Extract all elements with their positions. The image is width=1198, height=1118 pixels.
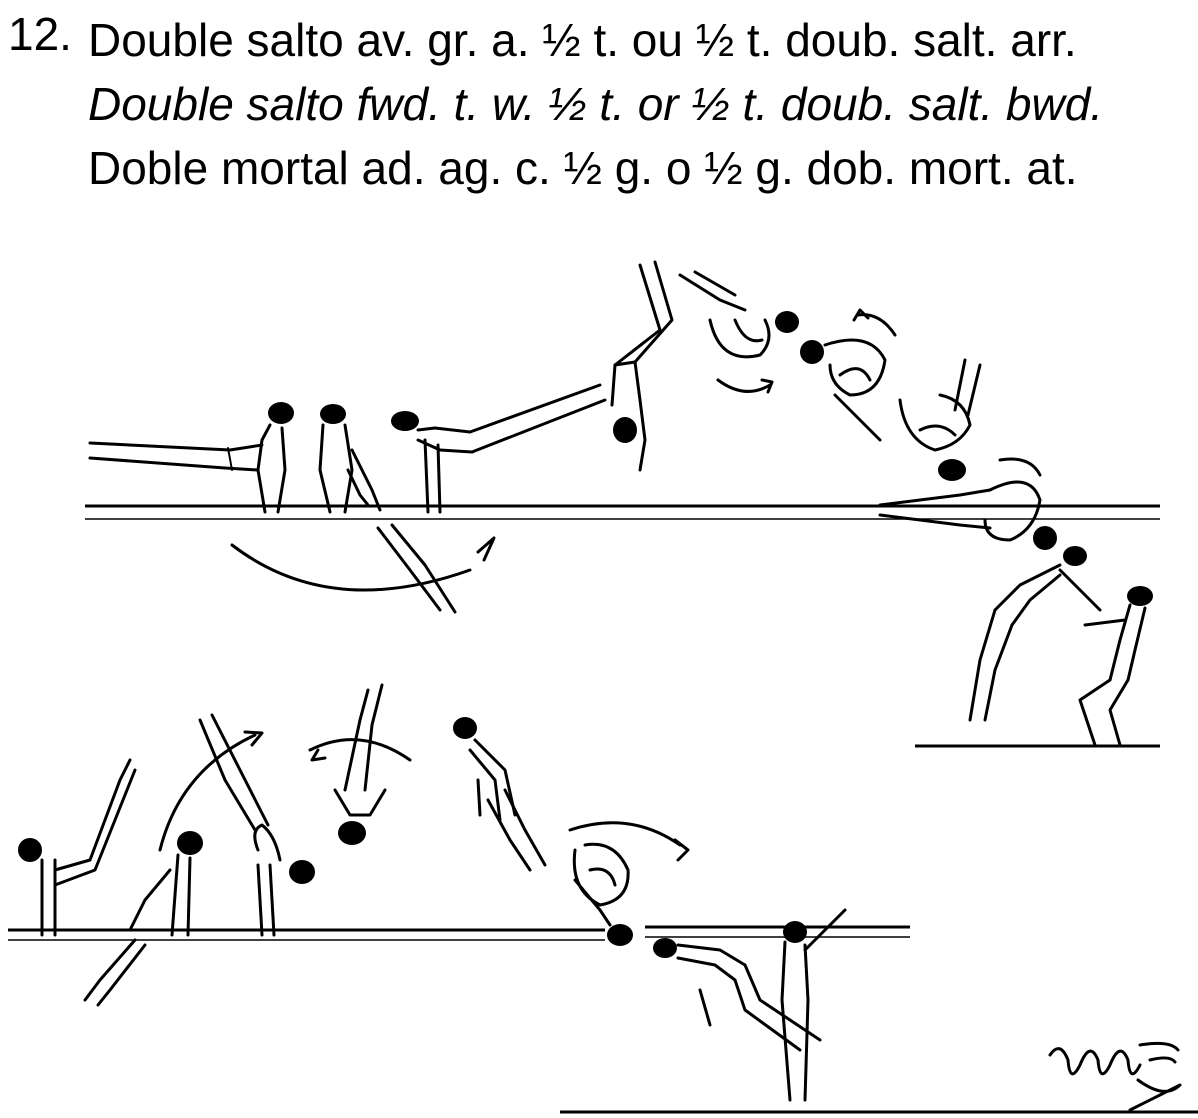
gymnast-figure-u6 <box>800 310 895 440</box>
lower-beam <box>8 927 910 940</box>
upper-beam <box>85 506 1160 519</box>
gymnast-figure-l8 <box>782 910 845 1100</box>
gymnast-figure-l5 <box>453 717 545 870</box>
gymnast-figure-u1 <box>90 402 294 512</box>
gymnast-figure-u4 <box>612 262 672 470</box>
gymnast-figure-u5 <box>680 272 799 392</box>
swing-arrow-head-1 <box>478 538 494 560</box>
rotation-arc-l <box>160 735 255 850</box>
gymnast-figure-u10 <box>1080 586 1153 745</box>
gymnast-figure-l7 <box>653 938 820 1050</box>
swing-arc-1 <box>232 545 470 590</box>
gymnast-figure-l4 <box>310 685 410 845</box>
gymnast-figure-u7 <box>900 360 980 481</box>
gymnast-figure-l3 <box>200 715 315 935</box>
artist-signature <box>1050 1043 1180 1110</box>
gymnast-figure-u9 <box>970 546 1100 720</box>
gymnast-figure-l2 <box>85 831 203 1005</box>
gymnast-figure-u3 <box>391 385 605 512</box>
gymnast-figure-l1 <box>18 760 135 935</box>
